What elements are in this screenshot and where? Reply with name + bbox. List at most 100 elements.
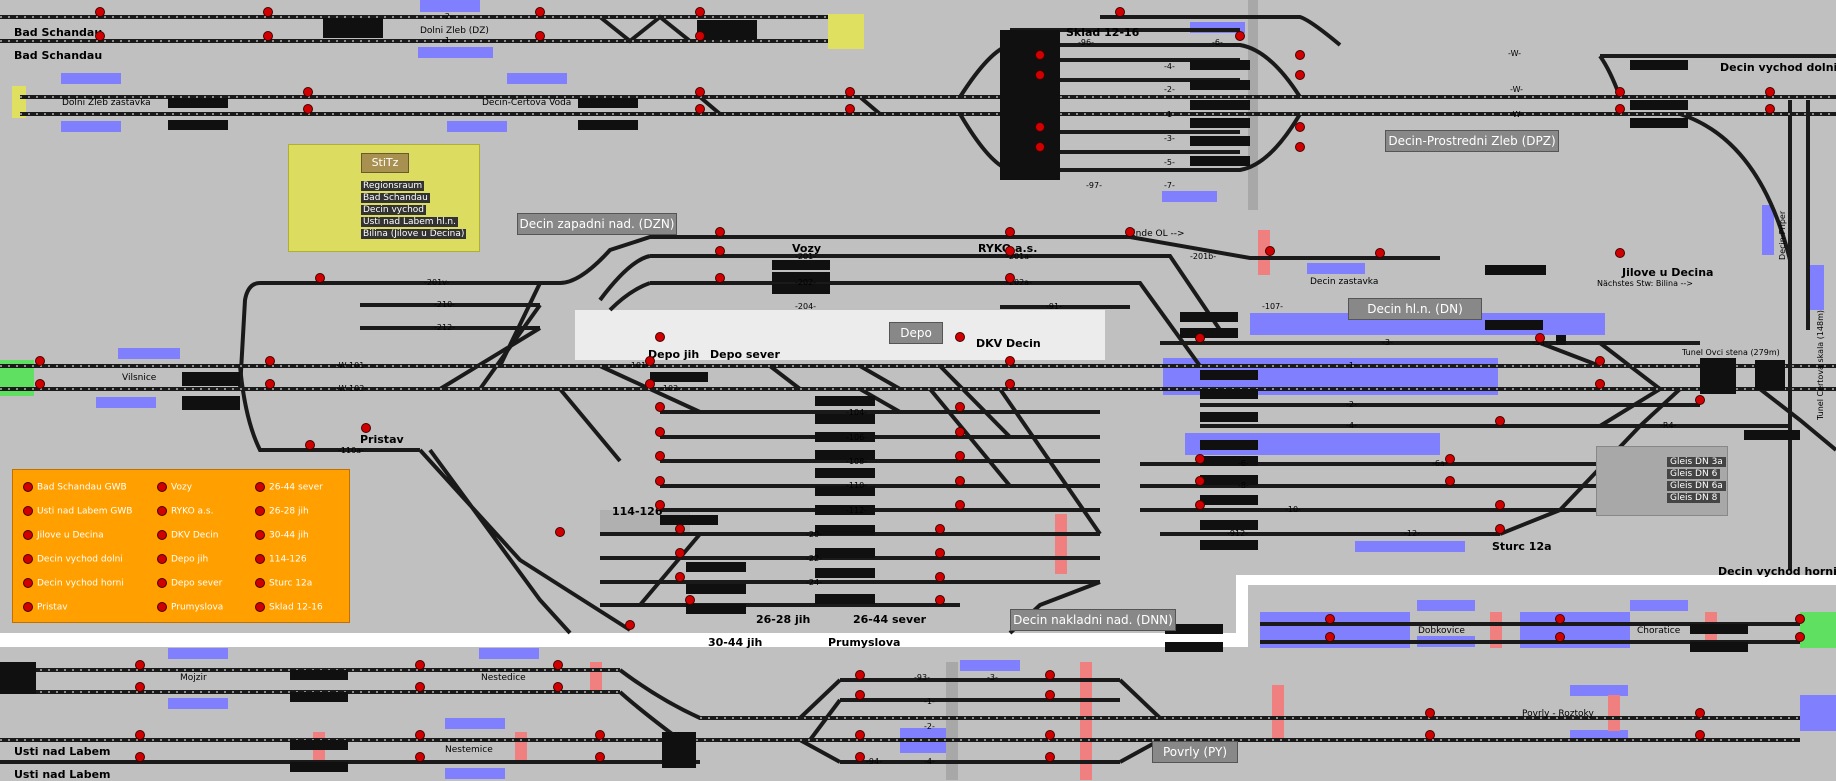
signal-icon[interactable] — [35, 356, 45, 366]
station-sklad-12-16[interactable]: Sklad 12-16 — [1066, 26, 1140, 39]
signal-icon[interactable] — [855, 730, 865, 740]
signal-icon[interactable] — [1695, 708, 1705, 718]
signal-icon[interactable] — [955, 476, 965, 486]
signal-icon[interactable] — [715, 227, 725, 237]
legend-item-pristav[interactable]: Pristav — [23, 602, 68, 613]
station-114-126[interactable]: 114-126 — [612, 505, 663, 518]
legend-item-prumyslova[interactable]: Prumyslova — [157, 602, 223, 613]
signal-icon[interactable] — [1045, 730, 1055, 740]
signal-icon[interactable] — [535, 7, 545, 17]
legend-item-jilove[interactable]: Jilove u Decina — [23, 530, 104, 541]
signal-icon[interactable] — [1765, 104, 1775, 114]
signal-icon[interactable] — [955, 332, 965, 342]
signal-icon[interactable] — [625, 620, 635, 630]
signal-icon[interactable] — [845, 104, 855, 114]
signal-icon[interactable] — [715, 246, 725, 256]
signal-icon[interactable] — [553, 682, 563, 692]
signal-icon[interactable] — [685, 595, 695, 605]
legend-item-26-44-sever[interactable]: 26-44 sever — [255, 482, 323, 493]
legend-item-usti-gwb[interactable]: Usti nad Labem GWB — [23, 506, 132, 517]
signal-icon[interactable] — [955, 427, 965, 437]
station-decin-vychod-horni[interactable]: Decin vychod horni — [1718, 565, 1836, 578]
signal-icon[interactable] — [535, 31, 545, 41]
station-30-44-jih[interactable]: 30-44 jih — [708, 636, 763, 649]
signal-icon[interactable] — [415, 730, 425, 740]
signal-icon[interactable] — [265, 379, 275, 389]
station-dkv-decin[interactable]: DKV Decin — [976, 337, 1041, 350]
signal-icon[interactable] — [935, 572, 945, 582]
legend-item-bad-schandau-gwb[interactable]: Bad Schandau GWB — [23, 482, 127, 493]
signal-icon[interactable] — [1595, 356, 1605, 366]
legend-item-30-44-jih[interactable]: 30-44 jih — [255, 530, 309, 541]
station-pristav[interactable]: Pristav — [360, 433, 404, 446]
signal-icon[interactable] — [1445, 476, 1455, 486]
signal-icon[interactable] — [1045, 670, 1055, 680]
signal-icon[interactable] — [655, 332, 665, 342]
signal-icon[interactable] — [645, 379, 655, 389]
signal-icon[interactable] — [855, 690, 865, 700]
signal-icon[interactable] — [1795, 614, 1805, 624]
signal-icon[interactable] — [555, 527, 565, 537]
signal-icon[interactable] — [305, 440, 315, 450]
signal-icon[interactable] — [1695, 395, 1705, 405]
gleis-row-dn6[interactable]: Gleis DN 6 — [1667, 469, 1721, 479]
signal-icon[interactable] — [1035, 50, 1045, 60]
signal-icon[interactable] — [1325, 614, 1335, 624]
signal-icon[interactable] — [1295, 122, 1305, 132]
signal-icon[interactable] — [315, 273, 325, 283]
signal-icon[interactable] — [855, 670, 865, 680]
station-prumyslova[interactable]: Prumyslova — [828, 636, 901, 649]
station-depo-jih[interactable]: Depo jih — [648, 348, 700, 361]
signal-icon[interactable] — [135, 752, 145, 762]
legend-item-vozy[interactable]: Vozy — [157, 482, 192, 493]
station-depo-sever[interactable]: Depo sever — [710, 348, 780, 361]
signal-icon[interactable] — [1005, 246, 1015, 256]
signal-icon[interactable] — [1005, 273, 1015, 283]
signal-icon[interactable] — [35, 379, 45, 389]
signal-icon[interactable] — [675, 548, 685, 558]
signal-icon[interactable] — [415, 682, 425, 692]
gleis-row-dn6a[interactable]: Gleis DN 6a — [1667, 481, 1726, 491]
signal-icon[interactable] — [1235, 31, 1245, 41]
station-26-28-jih[interactable]: 26-28 jih — [756, 613, 811, 626]
signal-icon[interactable] — [1495, 524, 1505, 534]
legend-item-114-126[interactable]: 114-126 — [255, 554, 307, 565]
signal-icon[interactable] — [955, 402, 965, 412]
signal-icon[interactable] — [553, 660, 563, 670]
signal-icon[interactable] — [1195, 333, 1205, 343]
signal-icon[interactable] — [1425, 708, 1435, 718]
signal-icon[interactable] — [1265, 246, 1275, 256]
signal-icon[interactable] — [655, 500, 665, 510]
signal-icon[interactable] — [263, 7, 273, 17]
signal-icon[interactable] — [1445, 454, 1455, 464]
stitz-row-2[interactable]: Decin vychod — [361, 205, 427, 215]
station-26-44-sever[interactable]: 26-44 sever — [853, 613, 927, 626]
signal-icon[interactable] — [1005, 227, 1015, 237]
signal-icon[interactable] — [415, 752, 425, 762]
signal-icon[interactable] — [1115, 7, 1125, 17]
legend-item-sklad-12-16[interactable]: Sklad 12-16 — [255, 602, 323, 613]
signal-icon[interactable] — [135, 730, 145, 740]
signal-icon[interactable] — [1195, 500, 1205, 510]
signal-icon[interactable] — [675, 524, 685, 534]
gleis-row-dn8[interactable]: Gleis DN 8 — [1667, 493, 1721, 503]
signal-icon[interactable] — [135, 682, 145, 692]
stitz-row-3[interactable]: Usti nad Labem hl.n. — [361, 217, 458, 227]
signal-icon[interactable] — [955, 451, 965, 461]
signal-icon[interactable] — [855, 752, 865, 762]
signal-icon[interactable] — [1425, 730, 1435, 740]
signal-icon[interactable] — [1615, 87, 1625, 97]
gleis-row-dn3a[interactable]: Gleis DN 3a — [1667, 457, 1726, 467]
signal-icon[interactable] — [655, 451, 665, 461]
signal-icon[interactable] — [1195, 454, 1205, 464]
signal-icon[interactable] — [95, 7, 105, 17]
signal-icon[interactable] — [695, 7, 705, 17]
signal-icon[interactable] — [935, 595, 945, 605]
signal-icon[interactable] — [415, 660, 425, 670]
signal-icon[interactable] — [1495, 500, 1505, 510]
signal-icon[interactable] — [1375, 248, 1385, 258]
signal-icon[interactable] — [1005, 356, 1015, 366]
signal-icon[interactable] — [935, 548, 945, 558]
stitz-row-1[interactable]: Bad Schandau — [361, 193, 430, 203]
station-jilove-u-decina[interactable]: Jilove u Decina — [1622, 266, 1714, 279]
